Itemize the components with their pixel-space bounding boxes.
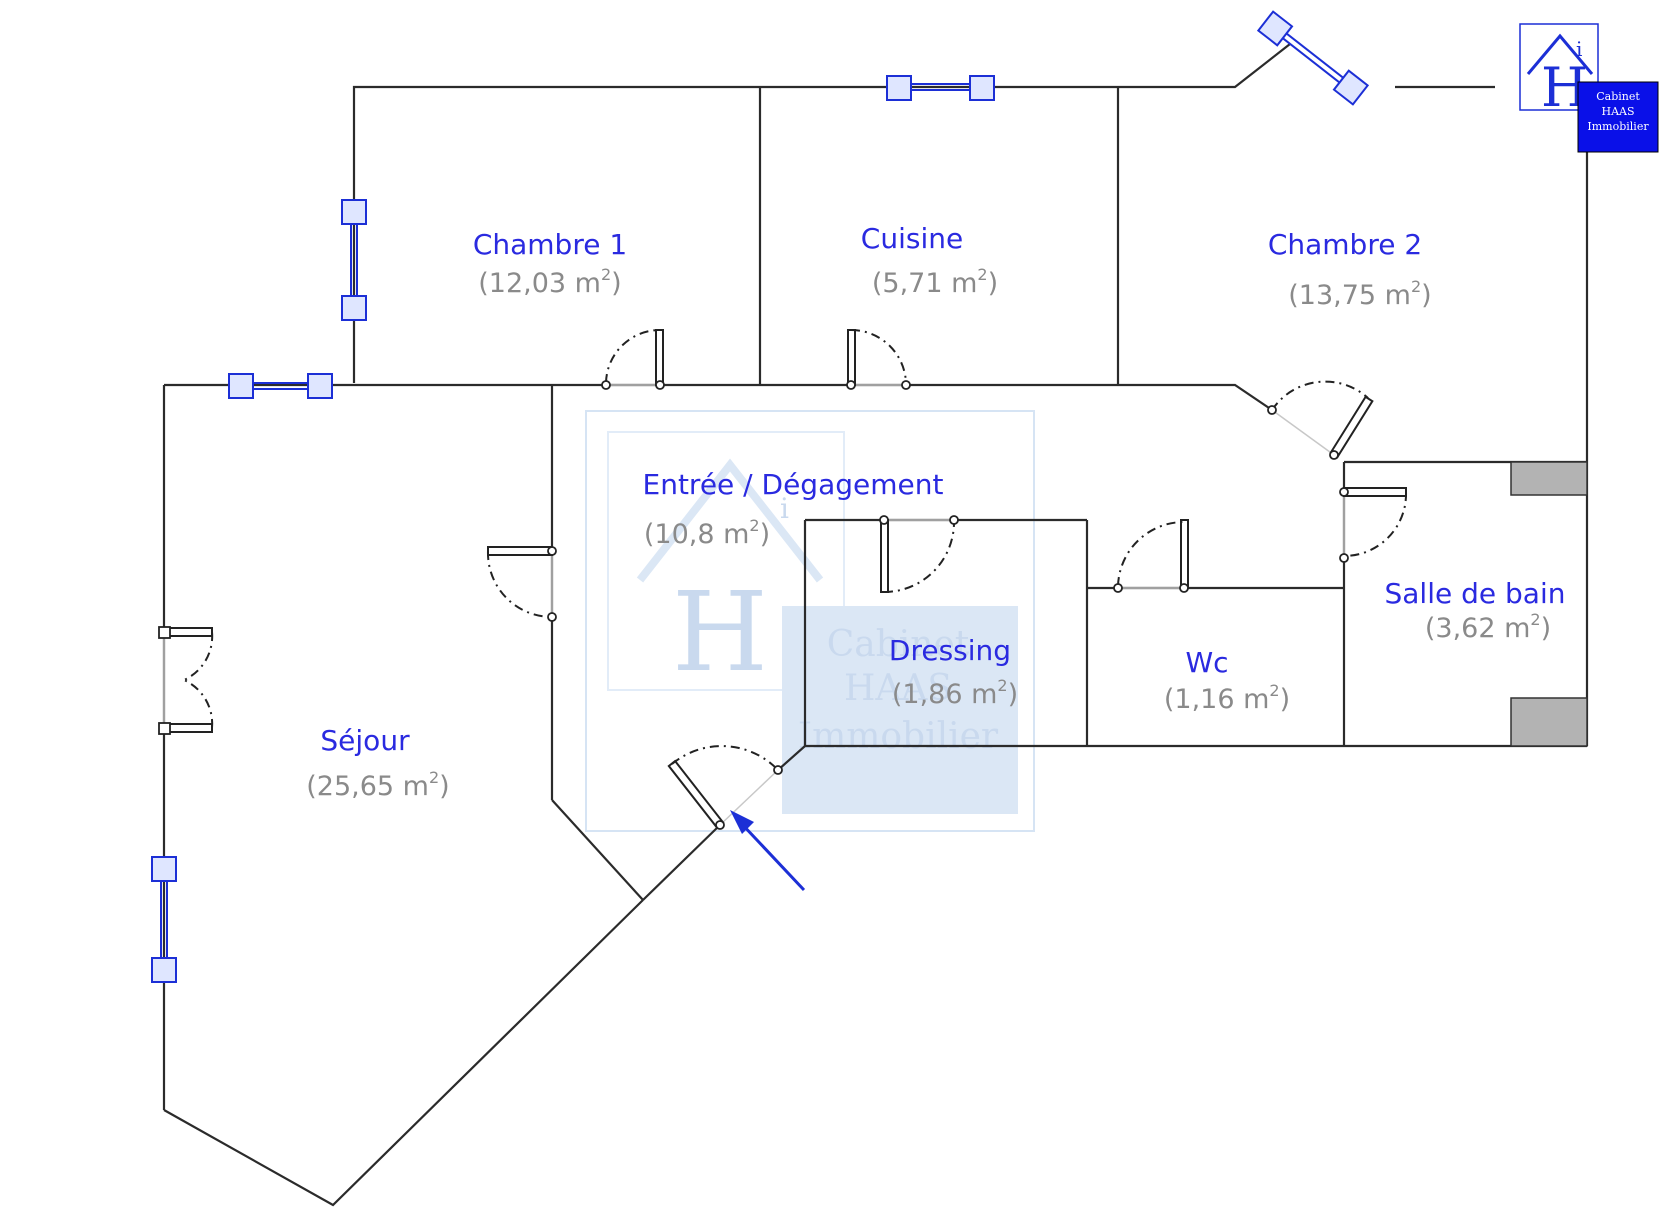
door-wc xyxy=(1113,519,1189,593)
door-sejour xyxy=(486,546,557,622)
room-name-entree: Entrée / Dégagement xyxy=(643,468,944,501)
room-area-chambre2: (13,75 m2) xyxy=(1288,277,1431,311)
door-cuisine xyxy=(846,329,911,390)
room-name-wc: Wc xyxy=(1185,646,1228,679)
room-area-cuisine: (5,71 m2) xyxy=(872,265,998,299)
window-sejour-top xyxy=(228,373,333,399)
window-chambre2 xyxy=(1256,10,1370,106)
room-name-sejour: Séjour xyxy=(320,724,410,757)
window-chambre1 xyxy=(341,199,367,321)
door-chambre2 xyxy=(1267,380,1374,460)
door-chambre1 xyxy=(601,329,665,390)
room-area-chambre1: (12,03 m2) xyxy=(478,265,621,299)
watermark-i: i xyxy=(780,492,789,525)
door-dressing xyxy=(879,515,959,593)
room-labels: Chambre 1 (12,03 m2) Cuisine (5,71 m2) C… xyxy=(306,222,1565,802)
room-name-chambre1: Chambre 1 xyxy=(473,228,627,261)
door-salle-de-bain xyxy=(1339,487,1408,563)
room-name-cuisine: Cuisine xyxy=(861,222,963,255)
logo-letter-i: i xyxy=(1576,37,1582,61)
room-area-wc: (1,16 m2) xyxy=(1164,681,1290,715)
room-area-salle-de-bain: (3,62 m2) xyxy=(1425,610,1551,644)
room-name-salle-de-bain: Salle de bain xyxy=(1385,577,1566,610)
watermark-line2: HAAS xyxy=(844,668,952,709)
window-sejour-left xyxy=(151,856,177,983)
watermark-h: H xyxy=(672,568,768,696)
door-entrance xyxy=(667,745,783,830)
logo-line1: Cabinet xyxy=(1596,90,1640,103)
room-area-sejour: (25,65 m2) xyxy=(306,768,449,802)
room-area-entree: (10,8 m2) xyxy=(644,516,770,550)
logo-line2: HAAS xyxy=(1601,105,1634,118)
window-cuisine xyxy=(886,75,995,101)
watermark-line3: Immobilier xyxy=(798,716,999,757)
room-name-dressing: Dressing xyxy=(889,634,1011,667)
house-logo-icon: H i Cabinet HAAS Immobilier xyxy=(1519,23,1659,153)
windows xyxy=(151,10,1370,983)
logo-line3: Immobilier xyxy=(1587,120,1649,133)
watermark: H i Cabinet HAAS Immobilier xyxy=(585,410,1035,832)
room-name-chambre2: Chambre 2 xyxy=(1268,228,1422,261)
room-area-dressing: (1,86 m2) xyxy=(892,676,1018,710)
entry-arrow-icon xyxy=(730,810,806,892)
watermark-line1: Cabinet xyxy=(827,624,970,665)
walls xyxy=(162,43,1589,1207)
doors xyxy=(158,329,1408,830)
door-sejour-exterior xyxy=(158,626,214,735)
